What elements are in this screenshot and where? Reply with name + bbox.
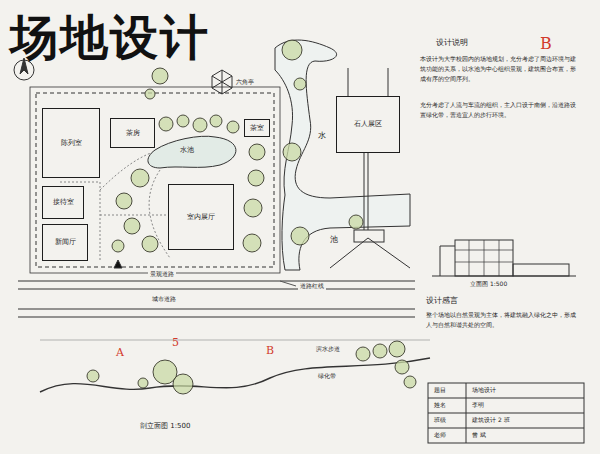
table-cell: 曾 斌 [472,431,486,439]
building-name: 新闻厅 [55,238,76,246]
tree [294,78,306,90]
building-box: 陈列室 [42,108,100,178]
table-cell: 场地设计 [472,386,496,394]
plan-label: 池 [330,236,338,245]
tree [177,115,189,127]
tree [193,118,207,132]
plan-label: 六角亭 [236,78,254,86]
title: 场地设计 [10,6,210,70]
elevation-wall [440,246,455,276]
tree [124,218,140,234]
plan-label: 水 [318,132,326,141]
tree [248,170,264,186]
hexagon-pavilion [212,70,232,94]
tree [227,121,239,133]
building-box: 新闻厅 [42,224,88,261]
building-name: 室内展厅 [187,213,215,221]
plan-label: 设计说明 [436,38,468,48]
elevation-building [455,240,513,276]
table-cell: 姓名 [434,401,446,409]
building-name: 陈列室 [61,139,82,147]
pond [148,136,236,168]
plan-label: 绿化带 [318,372,336,380]
building-name: 石人展区 [354,120,382,128]
plan-label: 剖立面图 1:500 [140,422,190,431]
grade-mark: B [540,34,552,54]
river [275,40,410,270]
section-ground [40,358,430,392]
tree [244,199,262,217]
table-cell: 老师 [434,431,446,439]
site-outline [30,87,280,273]
plan-label: 立面图 1:500 [470,280,507,288]
grade-mark: B [266,344,274,358]
title-table [428,383,584,443]
building-box: 室内展厅 [168,184,234,250]
elevation-grid [455,240,513,276]
tree [243,234,261,252]
table-cell: 建筑设计 2 班 [472,416,510,424]
tree [152,68,168,84]
site-boundary [36,93,274,267]
building-box: 接待室 [42,186,84,219]
tree [112,240,124,252]
grade-mark: 5 [172,336,179,350]
plan-label: 景观道路 [148,270,176,278]
tree [349,215,363,229]
leader-line [280,281,296,286]
tree [142,236,158,252]
table-cell: 李明 [472,401,484,409]
tree [131,169,149,187]
pier [330,68,410,268]
table-cell: 班级 [434,416,446,424]
tree [87,370,99,382]
tree [159,117,173,131]
plan-label: 水池 [180,146,194,155]
tree-group [87,40,416,394]
pier-head [354,230,384,242]
plan-label: 设计感言 [426,296,458,306]
building-box: 茶房 [110,118,155,148]
tree [389,341,405,357]
road-line [18,281,415,317]
tree [249,144,265,160]
plan-label: 城市道路 [150,295,178,303]
table-cell: 题目 [434,386,446,394]
tree [291,227,309,245]
plan-label: 充分考虑了人流与车流的组织，主入口设于南侧，沿道路设置绿化带，营造宜人的步行环境… [420,100,580,120]
tree [283,143,301,161]
building-name: 接待室 [53,198,74,206]
building-name: 茶房 [126,129,140,137]
building-box: 石人展区 [336,96,400,153]
tree [373,344,387,358]
plan-label: 本设计为大学校园内的场地规划，充分考虑了周边环境与建筑功能的关系，以水池为中心组… [420,54,580,85]
entrance-mark [114,260,122,268]
plan-label: 道路红线 [298,282,326,290]
tree [356,347,370,361]
tree [116,193,132,209]
tree [173,374,193,394]
tree [404,376,416,388]
tree [145,89,155,99]
elevation-wing [513,264,569,276]
table-grid [428,383,584,443]
building-name: 茶室 [250,124,264,132]
plan-label: 滨水步道 [316,345,340,353]
section-line [40,340,430,341]
tree [282,40,302,60]
plan-label: 整个场地以自然景观为主体，将建筑融入绿化之中，形成人与自然和谐共处的空间。 [426,310,576,330]
tree [210,115,222,127]
tree [395,360,409,374]
grade-mark: A [116,346,124,360]
tree [138,378,148,388]
building-box: 茶室 [244,119,270,137]
